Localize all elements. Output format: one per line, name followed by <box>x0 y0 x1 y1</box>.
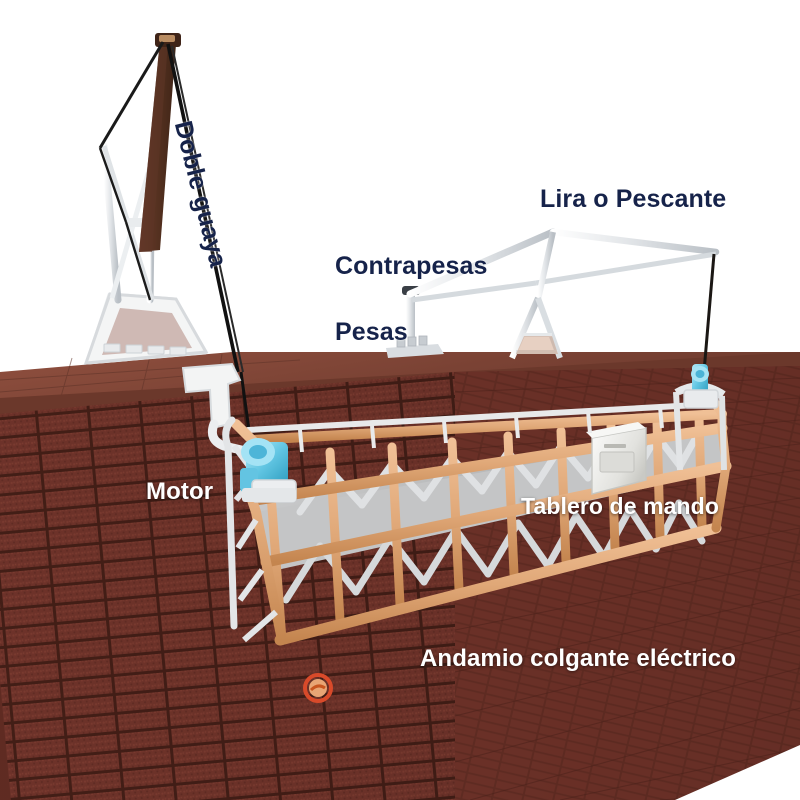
label-contrapesas: Contrapesas <box>335 252 488 280</box>
label-pesas: Pesas <box>335 318 408 346</box>
lira-support-tripod <box>509 296 563 360</box>
label-andamio-colgante: Andamio colgante eléctrico <box>420 645 737 672</box>
platform-wheel <box>303 673 333 703</box>
label-lira-o-pescante: Lira o Pescante <box>540 185 727 213</box>
label-motor: Motor <box>146 478 214 505</box>
motor-hoist-left <box>240 438 297 503</box>
control-panel-box <box>586 422 647 495</box>
far-guardrail <box>298 406 664 453</box>
doble-guaya-davit <box>83 33 254 453</box>
platform-rails <box>245 401 732 646</box>
suspended-platform <box>181 362 732 703</box>
lira-pescante-davit <box>386 228 720 393</box>
motor-hoist-right <box>674 364 726 409</box>
label-tablero-de-mando: Tablero de mando <box>521 493 719 519</box>
counterweight-post <box>386 286 444 358</box>
